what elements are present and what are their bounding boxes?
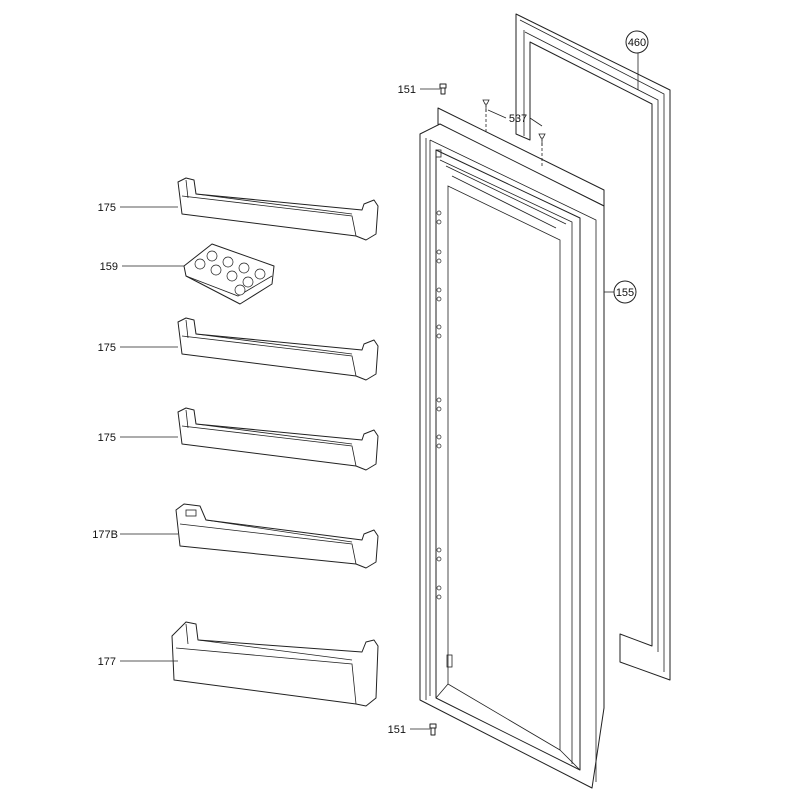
leader-lines (120, 52, 639, 730)
callout-537: 537 (509, 113, 527, 125)
door-panel-155 (419, 107, 605, 789)
callout-circle-460 (625, 30, 649, 54)
egg-tray-159 (183, 243, 275, 305)
callout-159: 159 (100, 261, 118, 273)
callout-175-middle: 175 (98, 342, 116, 354)
door-bin-177B (175, 503, 379, 569)
callout-circle-155 (613, 280, 637, 304)
callout-175-top: 175 (98, 202, 116, 214)
door-bin-177 (171, 621, 379, 707)
callout-151-bottom: 151 (388, 724, 406, 736)
shelf-support-holes-left (436, 210, 442, 600)
callout-155: 155 (616, 287, 634, 299)
callout-177B: 177B (92, 529, 118, 541)
door-bin-175-top (177, 177, 379, 241)
hinge-pin-151-bottom (429, 723, 437, 736)
door-gasket-460 (515, 13, 671, 681)
callout-151-top: 151 (398, 84, 416, 96)
hinge-pin-151-top (439, 83, 447, 95)
screws-537 (482, 99, 546, 166)
door-bin-175-lower (177, 407, 379, 471)
callout-175-lower: 175 (98, 432, 116, 444)
door-bin-175-middle (177, 317, 379, 381)
callout-460: 460 (628, 37, 646, 49)
callout-177: 177 (98, 656, 116, 668)
